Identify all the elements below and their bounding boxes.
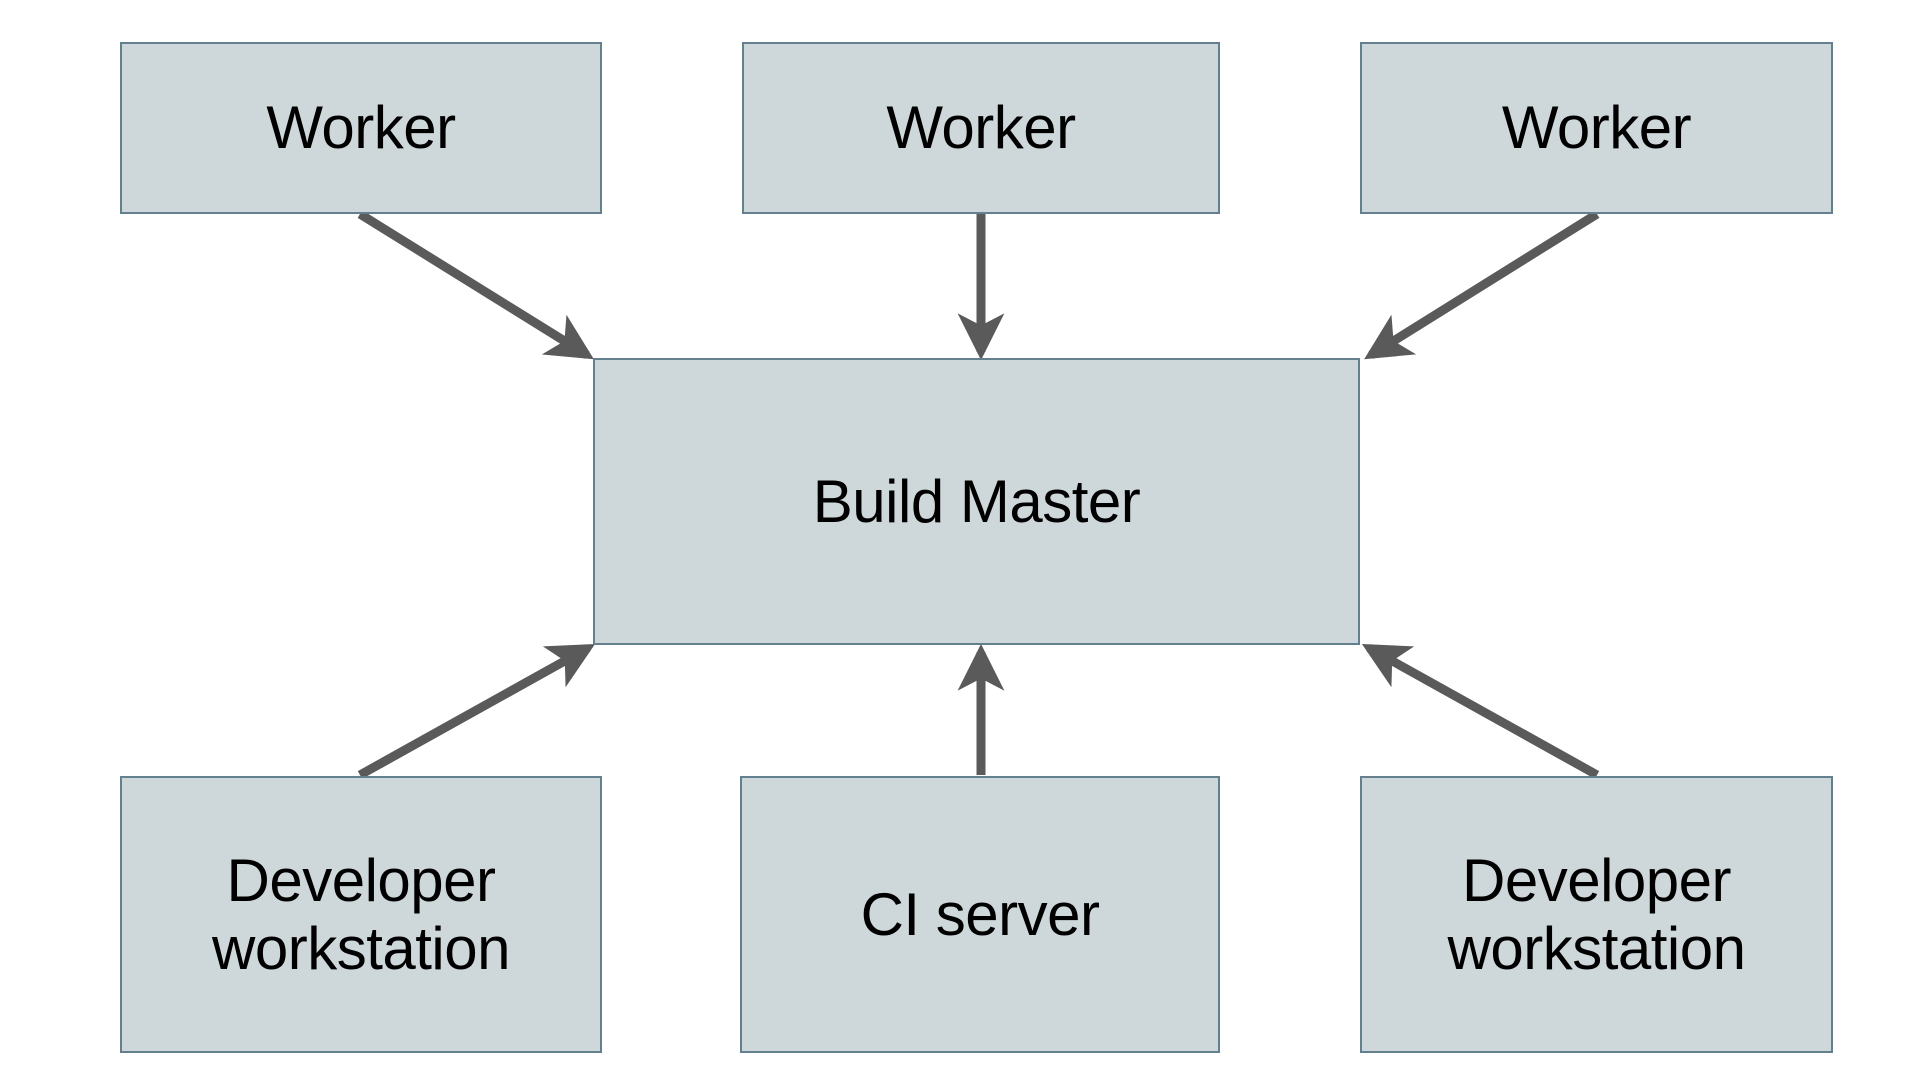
node-label: Developer workstation — [212, 847, 510, 982]
node-ci-server[interactable]: CI server — [740, 776, 1220, 1053]
node-label: Worker — [1501, 94, 1692, 162]
node-label: Developer workstation — [1447, 847, 1746, 982]
edge-dev-right-to-build-master — [1361, 644, 1600, 779]
node-developer-workstation-left[interactable]: Developer workstation — [120, 776, 602, 1053]
node-worker-right[interactable]: Worker — [1360, 42, 1833, 214]
node-worker-middle[interactable]: Worker — [742, 42, 1220, 214]
node-label: CI server — [860, 880, 1100, 948]
node-developer-workstation-right[interactable]: Developer workstation — [1360, 776, 1833, 1053]
edge-worker-left-to-build-master — [357, 210, 594, 360]
node-label: Worker — [886, 94, 1076, 162]
node-label: Worker — [266, 94, 456, 162]
edge-dev-left-to-build-master — [357, 644, 596, 779]
node-build-master[interactable]: Build Master — [593, 358, 1360, 645]
node-worker-left[interactable]: Worker — [120, 42, 602, 214]
edge-worker-right-to-build-master — [1364, 210, 1600, 360]
node-label: Build Master — [812, 467, 1141, 535]
